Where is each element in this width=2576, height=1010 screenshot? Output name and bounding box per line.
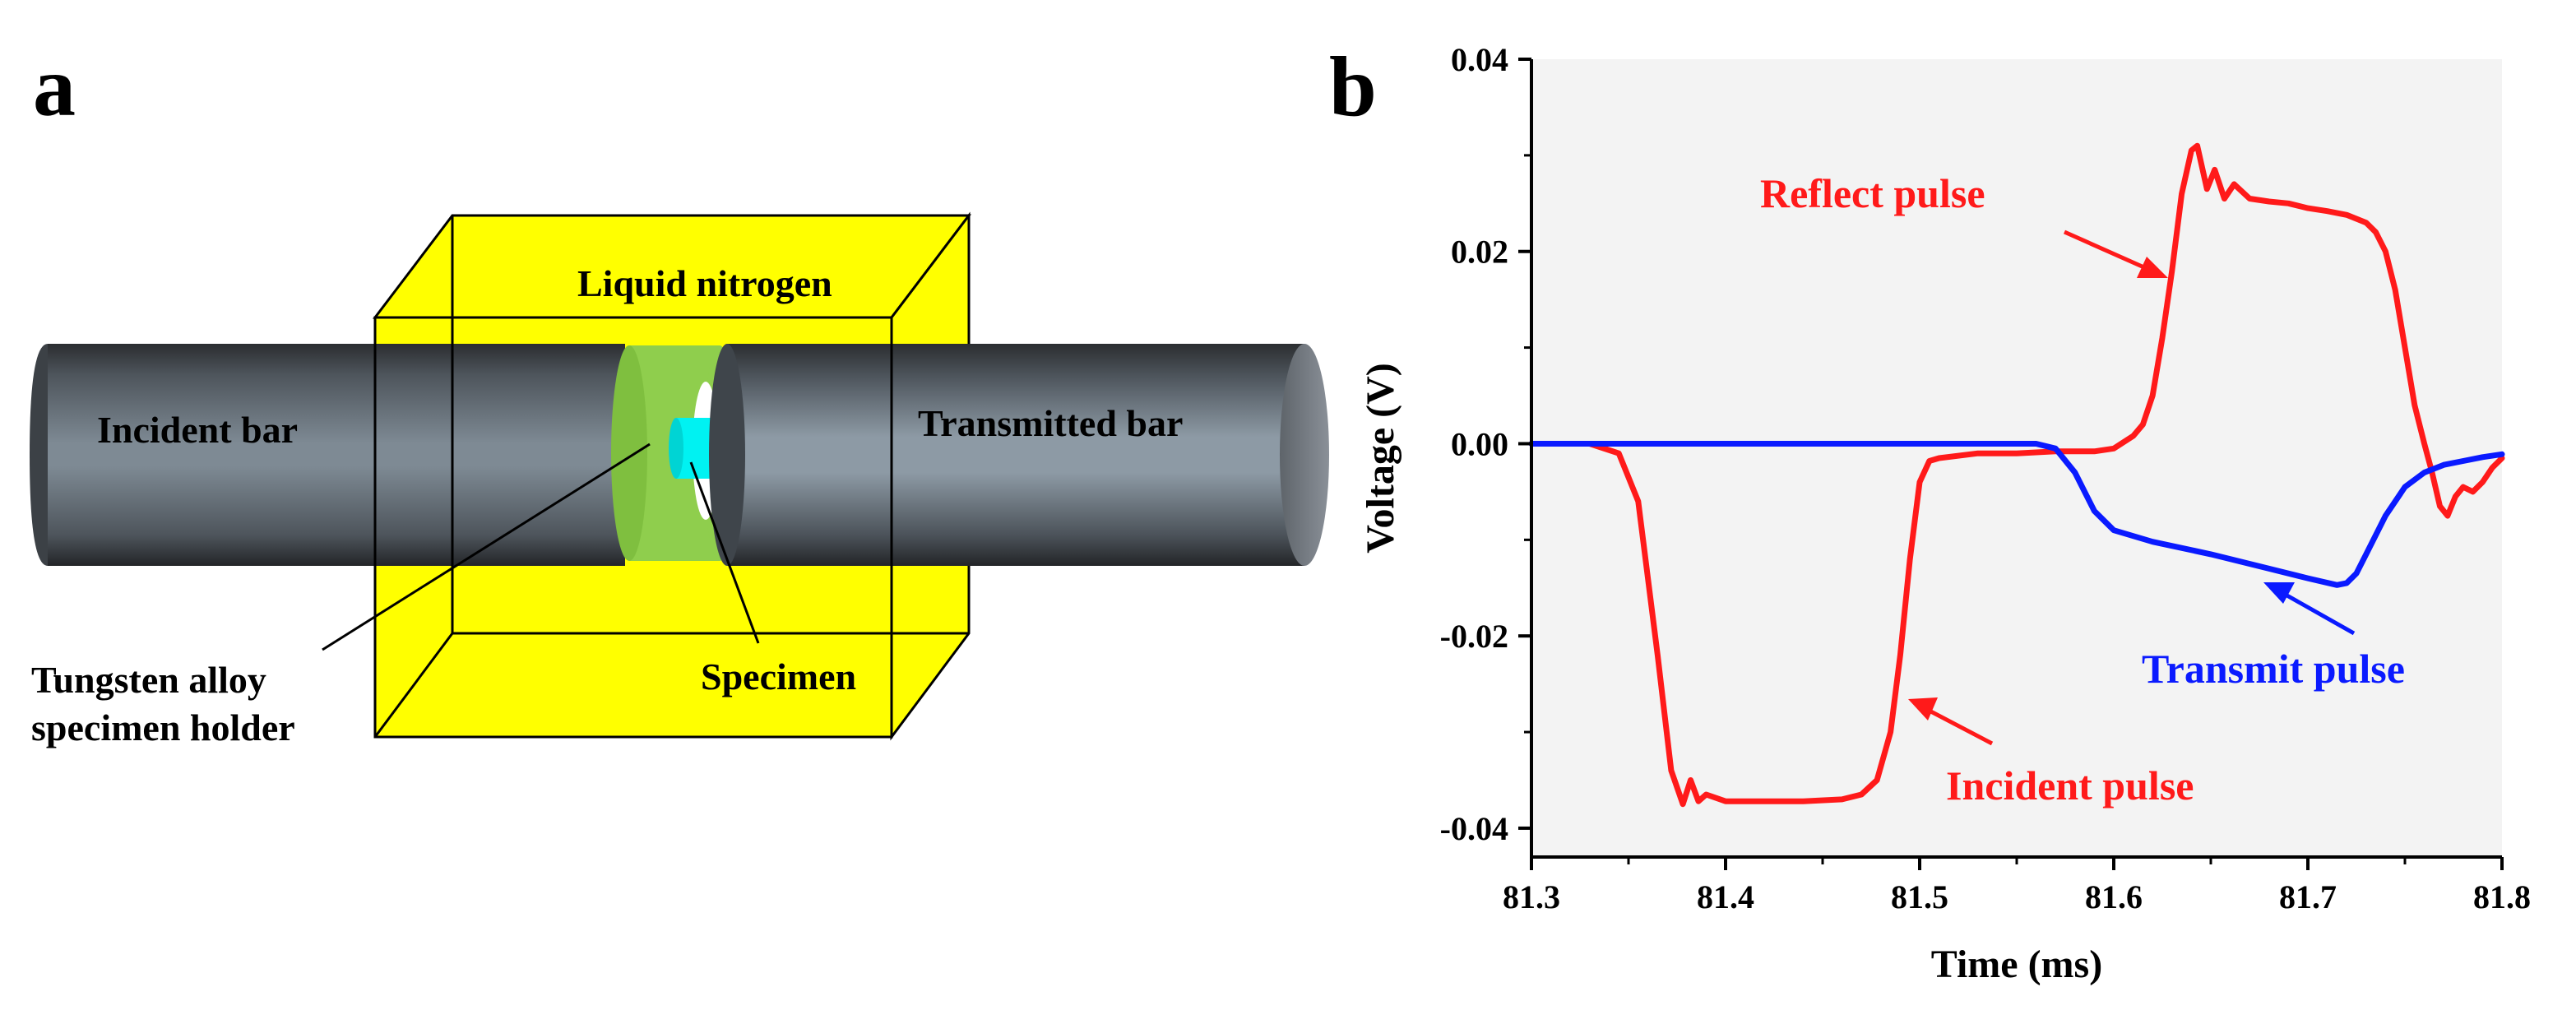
x-tick-label: 81.7 [2279,878,2337,915]
chart-background [1531,59,2502,857]
series-layer [1528,142,2505,808]
x-tick-label: 81.4 [1697,878,1754,915]
transmitted-bar-label: Transmitted bar [918,402,1183,444]
liquid-nitrogen-label: Liquid nitrogen [577,262,832,304]
reflect-arrow-head [2137,257,2168,278]
incident-arrow-head [1908,697,1938,720]
panel-a-letter: a [33,39,76,134]
x-axis-title: Time (ms) [1931,943,2102,986]
reflect-pulse-label: Reflect pulse [1760,170,1985,216]
y-tick-label: 0.02 [1451,234,1508,271]
y-axis-title: Voltage (V) [1359,363,1402,554]
x-tick-label: 81.3 [1503,878,1560,915]
reflect-annotation: Reflect pulse [1760,170,2168,278]
incident-bar-label: Incident bar [97,409,298,451]
incident-arrow [1921,705,1994,746]
y-tick-label: -0.04 [1440,810,1508,847]
x-tick-label: 81.5 [1891,878,1948,915]
reflect-arrow [2063,229,2155,274]
y-tick-label: 0.00 [1451,425,1508,462]
transmitted-bar [709,344,1329,566]
transmit-arrow-head [2263,582,2295,604]
y-tick-label: 0.04 [1451,41,1508,78]
incident-pulse-label: Incident pulse [1946,762,2194,808]
specimen-leader-line [689,461,760,644]
incident-bar [30,344,625,566]
red-series-line [1528,142,2505,808]
holder-label-line2: specimen holder [31,707,295,748]
holder-leader-line [322,442,651,651]
incident-annotation: Incident pulse [1908,697,2194,808]
transmit-annotation: Transmit pulse [2142,582,2405,692]
panel-b-letter: b [1329,39,1377,134]
panel-b-chart: b 81.3 81.4 81.5 81.6 81.7 81.8 -0.04 -0.02 0.00… [1329,39,2531,986]
blue-series-line [1528,441,2505,588]
y-tick-label: -0.02 [1440,618,1508,655]
x-tick-label: 81.8 [2473,878,2531,915]
holder-label-line1: Tungsten alloy [31,659,266,701]
transmit-arrow [2277,588,2356,636]
x-tick-label: 81.6 [2085,878,2143,915]
transmit-pulse-label: Transmit pulse [2142,646,2405,692]
panel-a-diagram: a [30,39,1329,748]
ticks-layer: 81.3 81.4 81.5 81.6 81.7 81.8 -0.04 -0.02 0.00 0.… [1440,41,2531,915]
box-front-edges [373,215,969,739]
specimen-label: Specimen [701,656,856,697]
